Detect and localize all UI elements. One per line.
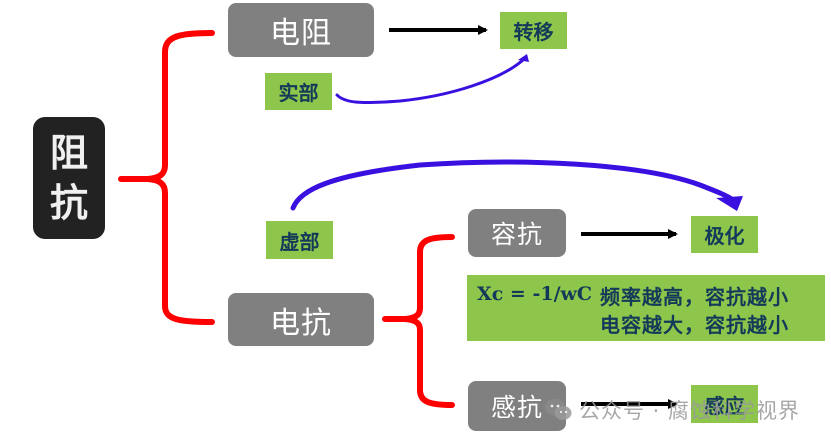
transfer-node: 转移	[500, 12, 567, 49]
imaginary-part-node: 虚部	[266, 221, 333, 259]
curve-arrow-real-to-transfer-head	[518, 54, 529, 62]
curve-arrow-imag-to-polarization	[290, 159, 736, 211]
inductive-reactance-node: 感抗	[468, 381, 566, 431]
real-part-node: 实部	[265, 73, 332, 110]
main-brace	[118, 30, 215, 325]
curve-arrow-real-to-transfer	[335, 58, 525, 105]
impedance-label-1: 阻	[49, 131, 88, 175]
impedance-node: 阻 抗	[33, 117, 105, 239]
resistance-node: 电阻	[228, 3, 374, 57]
formula-equation: Xc = -1/wC	[477, 283, 592, 305]
formula-line-2: 电容越大，容抗越小	[600, 313, 789, 337]
capacitive-formula-box: Xc = -1/wC 频率越高，容抗越小 电容越大，容抗越小	[467, 275, 825, 341]
formula-line-1: 频率越高，容抗越小	[600, 285, 789, 309]
curve-arrow-imag-to-polarization-head	[716, 196, 743, 211]
wechat-icon	[543, 396, 573, 424]
watermark-text: 公众号 · 腐蚀科学视界	[579, 399, 801, 423]
induction-node: 感应	[691, 385, 758, 423]
reactance-brace	[382, 234, 455, 408]
reactance-node: 电抗	[228, 293, 374, 346]
polarization-node: 极化	[691, 216, 758, 253]
watermark: 公众号 · 腐蚀科学视界	[543, 394, 800, 426]
capacitive-reactance-node: 容抗	[468, 209, 566, 257]
impedance-label-2: 抗	[49, 181, 88, 225]
